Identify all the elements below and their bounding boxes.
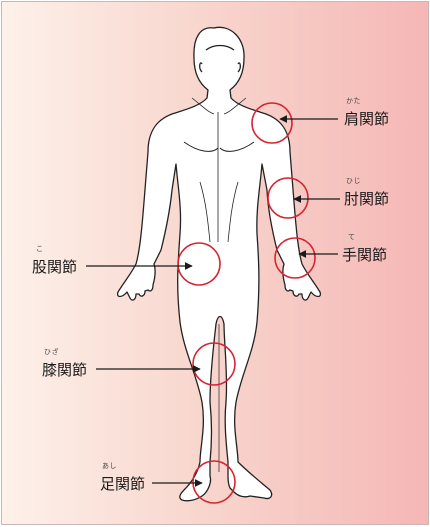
knee-main: 膝関節 <box>42 359 87 380</box>
wrist-main: 手関節 <box>342 244 387 265</box>
wrist-ruby: て <box>348 232 356 242</box>
shoulder-main: 肩関節 <box>344 108 389 129</box>
knee-ruby: ひざ <box>44 347 59 357</box>
hip-ruby: こ <box>36 244 44 254</box>
elbow-ruby: ひじ <box>346 176 361 186</box>
shoulder-ruby: かた <box>346 96 361 106</box>
body-outline <box>118 27 321 500</box>
elbow-main: 肘関節 <box>344 188 389 209</box>
hip-main: 股関節 <box>32 256 77 277</box>
ankle-main: 足関節 <box>100 473 145 494</box>
ankle-ruby: あし <box>102 461 117 471</box>
